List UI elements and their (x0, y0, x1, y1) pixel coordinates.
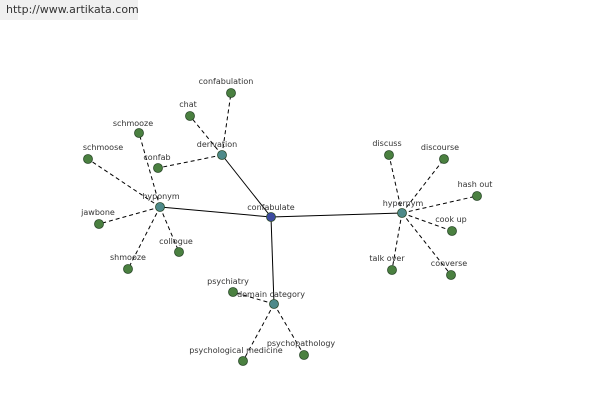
collogue-label: collogue (159, 237, 193, 246)
edge-hypernym-discuss (388, 154, 403, 214)
schmooze-node[interactable] (134, 128, 144, 138)
edge-hypernym-discourse (401, 158, 445, 214)
confab-label: confab (143, 153, 170, 162)
edge-hypernym-hash-out (401, 195, 478, 214)
psychopathology-label: psychopathology (267, 339, 336, 348)
chat-label: chat (179, 100, 197, 109)
hyponym-node[interactable] (155, 202, 165, 212)
schmoose-label: schmoose (83, 143, 123, 152)
edge-derivation-confab (157, 154, 223, 169)
edge-domain-category-psychological-medicine (242, 303, 275, 362)
hypernym-label: hypernym (383, 199, 424, 208)
edge-domain-category-psychiatry (232, 291, 275, 305)
edge-derivation-confabulation (221, 92, 232, 156)
discuss-label: discuss (372, 139, 401, 148)
chat-node[interactable] (185, 111, 195, 121)
edge-hyponym-shmooze (127, 206, 161, 270)
edge-center-domain-category (270, 216, 275, 305)
labels-layer: confabulation chat confab schmooze schmoose j… (80, 77, 492, 355)
psychiatry-node[interactable] (228, 287, 238, 297)
cook-up-node[interactable] (447, 226, 457, 236)
edge-hyponym-jawbone (98, 206, 161, 225)
edge-hypernym-cook-up (401, 212, 453, 232)
talk-over-label: talk over (369, 254, 405, 263)
hyponym-label: hyponym (142, 192, 180, 201)
edge-hypernym-talk-over (391, 212, 403, 271)
edge-center-hyponym (159, 206, 272, 218)
confabulate-label: confabulate (247, 203, 294, 212)
edge-hyponym-collogue (159, 206, 180, 253)
talk-over-node[interactable] (387, 265, 397, 275)
edge-center-hypernym (270, 212, 403, 218)
edges-layer (87, 92, 478, 362)
edge-domain-category-psychopathology (273, 303, 305, 356)
jawbone-label: jawbone (80, 208, 115, 217)
shmooze-node[interactable] (123, 264, 133, 274)
confab-node[interactable] (153, 163, 163, 173)
psychological-medicine-label: psychological medicine (189, 346, 283, 355)
derivation-node[interactable] (217, 150, 227, 160)
jawbone-node[interactable] (94, 219, 104, 229)
source-url[interactable]: http://www.artikata.com (0, 0, 139, 20)
schmooze-label: schmooze (113, 119, 153, 128)
psychological-medicine-node[interactable] (238, 356, 248, 366)
shmooze-label: shmooze (110, 253, 146, 262)
edge-hyponym-schmoose (87, 158, 161, 208)
psychiatry-label: psychiatry (207, 277, 249, 286)
confabulate-node[interactable] (266, 212, 276, 222)
discuss-node[interactable] (384, 150, 394, 160)
edge-hyponym-schmooze (138, 132, 161, 208)
hypernym-node[interactable] (397, 208, 407, 218)
confabulation-label: confabulation (199, 77, 254, 86)
derivation-label: derivation (197, 140, 237, 149)
psychopathology-node[interactable] (299, 350, 309, 360)
discourse-node[interactable] (439, 154, 449, 164)
cook-up-label: cook up (435, 215, 467, 224)
discourse-label: discourse (421, 143, 459, 152)
collogue-node[interactable] (174, 247, 184, 257)
converse-label: converse (431, 259, 467, 268)
confabulation-node[interactable] (226, 88, 236, 98)
converse-node[interactable] (446, 270, 456, 280)
domain-category-label: domain category (237, 290, 305, 299)
edge-derivation-chat (189, 115, 223, 156)
hash-out-node[interactable] (472, 191, 482, 201)
edge-center-derivation (221, 154, 272, 218)
domain-category-node[interactable] (269, 299, 279, 309)
nodes-layer (83, 88, 482, 366)
edge-hypernym-converse (401, 212, 452, 276)
schmoose-node[interactable] (83, 154, 93, 164)
hash-out-label: hash out (458, 180, 493, 189)
